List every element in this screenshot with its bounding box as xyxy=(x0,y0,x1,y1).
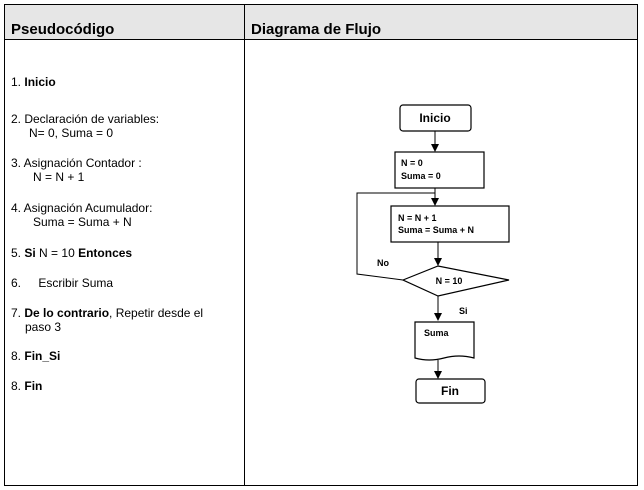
step-8-number: 8. xyxy=(11,349,22,363)
step-7: 7. De lo contrario, Repetir desde el pas… xyxy=(11,306,203,334)
init-node-line2: Suma = 0 xyxy=(401,171,441,181)
step-3: 3. Asignación Contador : N = N + 1 xyxy=(11,156,142,184)
flowchart-diagram: Inicio N = 0 Suma = 0 N = N + 1 Suma = S… xyxy=(356,104,510,404)
step-5: 5. Si N = 10 Entonces xyxy=(11,246,132,260)
step-9-keyword: Fin xyxy=(24,379,43,393)
pseudocode-flowchart-table: Pseudocódigo Diagrama de Flujo 1. Inicio… xyxy=(4,4,638,486)
step-2: 2. Declaración de variables: N= 0, Suma … xyxy=(11,112,159,140)
decision-node-label: N = 10 xyxy=(436,276,463,286)
step-7-detail: paso 3 xyxy=(25,320,62,334)
header-pseudocode-label: Pseudocódigo xyxy=(11,21,115,38)
step-7-text: , Repetir desde el xyxy=(109,306,204,320)
step-8: 8. Fin_Si xyxy=(11,349,60,363)
init-node xyxy=(394,151,485,189)
end-node-label: Fin xyxy=(441,384,459,398)
step-1-number: 1. xyxy=(11,75,22,89)
step-5-condition: N = 10 xyxy=(39,246,75,260)
step-9-number: 8. xyxy=(11,379,22,393)
init-node-line1: N = 0 xyxy=(401,158,423,168)
label-yes: Si xyxy=(459,306,468,316)
step-5-number: 5. xyxy=(11,246,22,260)
loop-back-line xyxy=(356,192,435,281)
step-2-text: 2. Declaración de variables: xyxy=(11,112,160,126)
step-4: 4. Asignación Acumulador: Suma = Suma + … xyxy=(11,201,152,229)
pseudocode-column: 1. Inicio 2. Declaración de variables: N… xyxy=(5,40,245,485)
header-pseudocode: Pseudocódigo xyxy=(5,5,245,40)
step-4-text: 4. Asignación Acumulador: xyxy=(11,201,153,215)
step-5-keyword-entonces: Entonces xyxy=(78,246,133,260)
output-node xyxy=(414,321,475,361)
end-node xyxy=(415,378,486,404)
step-5-keyword-si: Si xyxy=(24,246,36,260)
step-1-keyword: Inicio xyxy=(24,75,56,89)
step-6: 6. Escribir Suma xyxy=(11,276,113,290)
label-no: No xyxy=(377,258,389,268)
output-node-label: Suma xyxy=(424,328,450,338)
process-node-line1: N = N + 1 xyxy=(398,213,437,223)
header-flowchart-label: Diagrama de Flujo xyxy=(251,21,382,38)
step-3-text: 3. Asignación Contador : xyxy=(11,156,142,170)
step-7-keyword: De lo contrario xyxy=(24,306,110,320)
step-1: 1. Inicio xyxy=(11,75,56,89)
process-node xyxy=(390,205,510,243)
step-4-detail: Suma = Suma + N xyxy=(33,215,132,229)
decision-node xyxy=(401,265,510,297)
step-6-number: 6. xyxy=(11,276,22,290)
step-8-keyword: Fin_Si xyxy=(24,349,61,363)
step-2-detail: N= 0, Suma = 0 xyxy=(29,126,114,140)
header-flowchart: Diagrama de Flujo xyxy=(245,5,637,40)
step-7-number: 7. xyxy=(11,306,22,320)
start-node-label: Inicio xyxy=(419,111,450,125)
flowchart-column: Inicio N = 0 Suma = 0 N = N + 1 Suma = S… xyxy=(245,40,637,485)
step-3-detail: N = N + 1 xyxy=(33,170,85,184)
step-9: 8. Fin xyxy=(11,379,42,393)
step-6-text: Escribir Suma xyxy=(38,276,114,290)
process-node-line2: Suma = Suma + N xyxy=(398,225,474,235)
